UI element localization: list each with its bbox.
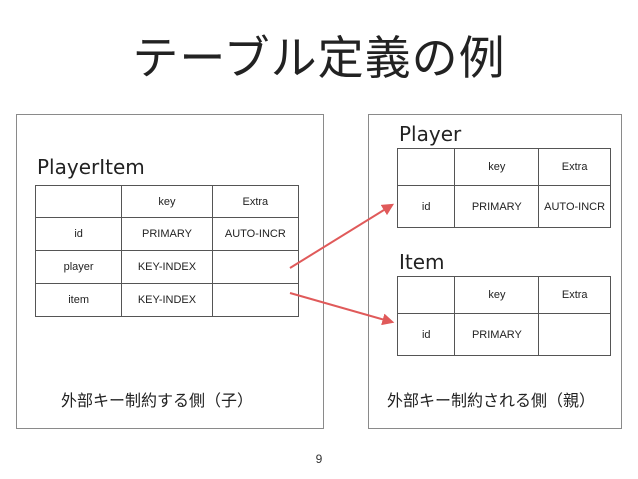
extra-cell: AUTO-INCR — [211, 217, 300, 251]
header-cell: key — [121, 185, 213, 218]
field-name-cell: player — [34, 250, 123, 284]
table-row: item KEY-INDEX — [34, 283, 300, 317]
key-cell: PRIMARY — [454, 313, 540, 356]
field-name-cell: id — [396, 313, 456, 356]
key-cell: KEY-INDEX — [121, 283, 213, 317]
player-fk-arrow — [289, 203, 395, 269]
field-name-cell: id — [396, 185, 456, 228]
child-table-panel: PlayerItem key Extra id PRIMARY AUTO-INC… — [16, 114, 324, 429]
player-table-name: Player — [399, 122, 462, 146]
item-fk-arrow — [289, 292, 395, 326]
header-cell: Extra — [538, 276, 611, 314]
parent-tables-panel: Player key Extra id PRIMARY AUTO-INCR It… — [368, 114, 622, 429]
playeritem-table-name: PlayerItem — [37, 155, 145, 179]
table-row: player KEY-INDEX — [34, 250, 300, 284]
item-table: key Extra id PRIMARY — [396, 276, 611, 356]
slide-title: テーブル定義の例 — [132, 31, 506, 85]
table-header-row: key Extra — [396, 148, 611, 186]
parent-caption: 外部キー制約される側（親） — [387, 391, 596, 410]
header-cell: key — [454, 276, 540, 314]
table-row: id PRIMARY AUTO-INCR — [396, 185, 611, 228]
extra-cell — [211, 283, 300, 317]
header-cell — [396, 276, 456, 314]
playeritem-table: key Extra id PRIMARY AUTO-INCR player KE… — [34, 185, 300, 317]
header-cell: key — [454, 148, 540, 186]
table-row: id PRIMARY — [396, 313, 611, 356]
key-cell: KEY-INDEX — [121, 250, 213, 284]
key-cell: PRIMARY — [121, 217, 213, 251]
page-number: 9 — [315, 452, 323, 466]
extra-cell — [538, 313, 611, 356]
header-cell — [396, 148, 456, 186]
key-cell: PRIMARY — [454, 185, 540, 228]
item-table-name: Item — [399, 250, 445, 274]
child-caption: 外部キー制約する側（子） — [61, 391, 254, 410]
field-name-cell: id — [34, 217, 123, 251]
table-header-row: key Extra — [396, 276, 611, 314]
table-row: id PRIMARY AUTO-INCR — [34, 217, 300, 251]
extra-cell: AUTO-INCR — [538, 185, 611, 228]
player-table: key Extra id PRIMARY AUTO-INCR — [396, 148, 611, 228]
